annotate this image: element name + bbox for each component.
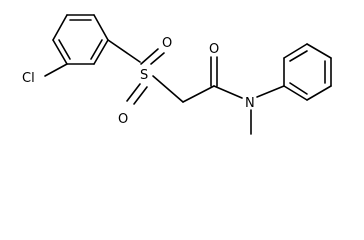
ring1-double-2 xyxy=(90,39,103,60)
ring2-bond-3 xyxy=(306,43,332,59)
sulfonyl-oxygen-top-label: O xyxy=(162,36,172,51)
ring1-double-3 xyxy=(58,39,71,60)
c-cl-bond xyxy=(44,63,68,77)
ch2-co-bond xyxy=(182,85,215,103)
chlorine-label: Cl xyxy=(22,71,35,86)
s-o-top-bond-a xyxy=(140,48,159,65)
ring2-bond-2 xyxy=(283,43,308,59)
n-phenyl-bond xyxy=(256,85,285,98)
ring1-bond-5 xyxy=(52,39,68,65)
sulfur-label: S xyxy=(140,68,148,83)
carbonyl-oxygen-label: O xyxy=(209,42,219,57)
ring2-double-1 xyxy=(289,50,308,62)
ring-s-bond xyxy=(107,39,141,63)
s-o-bottom-bond-b xyxy=(133,86,148,105)
s-o-top-bond-b xyxy=(150,52,165,65)
molecule-diagram: Cl S O O O N xyxy=(22,14,332,135)
s-ch2-bond xyxy=(152,75,184,103)
c-n-bond xyxy=(213,85,243,99)
nitrogen-label: N xyxy=(245,96,255,111)
structure-canvas: Cl S O O O N xyxy=(22,14,332,135)
ring1-bond-2 xyxy=(93,14,109,41)
ring1-bond-6 xyxy=(52,14,68,41)
sulfonyl-oxygen-bottom-label: O xyxy=(118,112,128,127)
phenyl-ring xyxy=(283,43,332,101)
chlorophenyl-ring xyxy=(52,14,109,65)
ring2-bond-6 xyxy=(283,85,308,101)
ring2-double-3 xyxy=(289,82,308,95)
s-o-bottom-bond-a xyxy=(126,83,141,102)
ring1-bond-3 xyxy=(93,39,109,65)
ring2-bond-5 xyxy=(306,85,332,101)
